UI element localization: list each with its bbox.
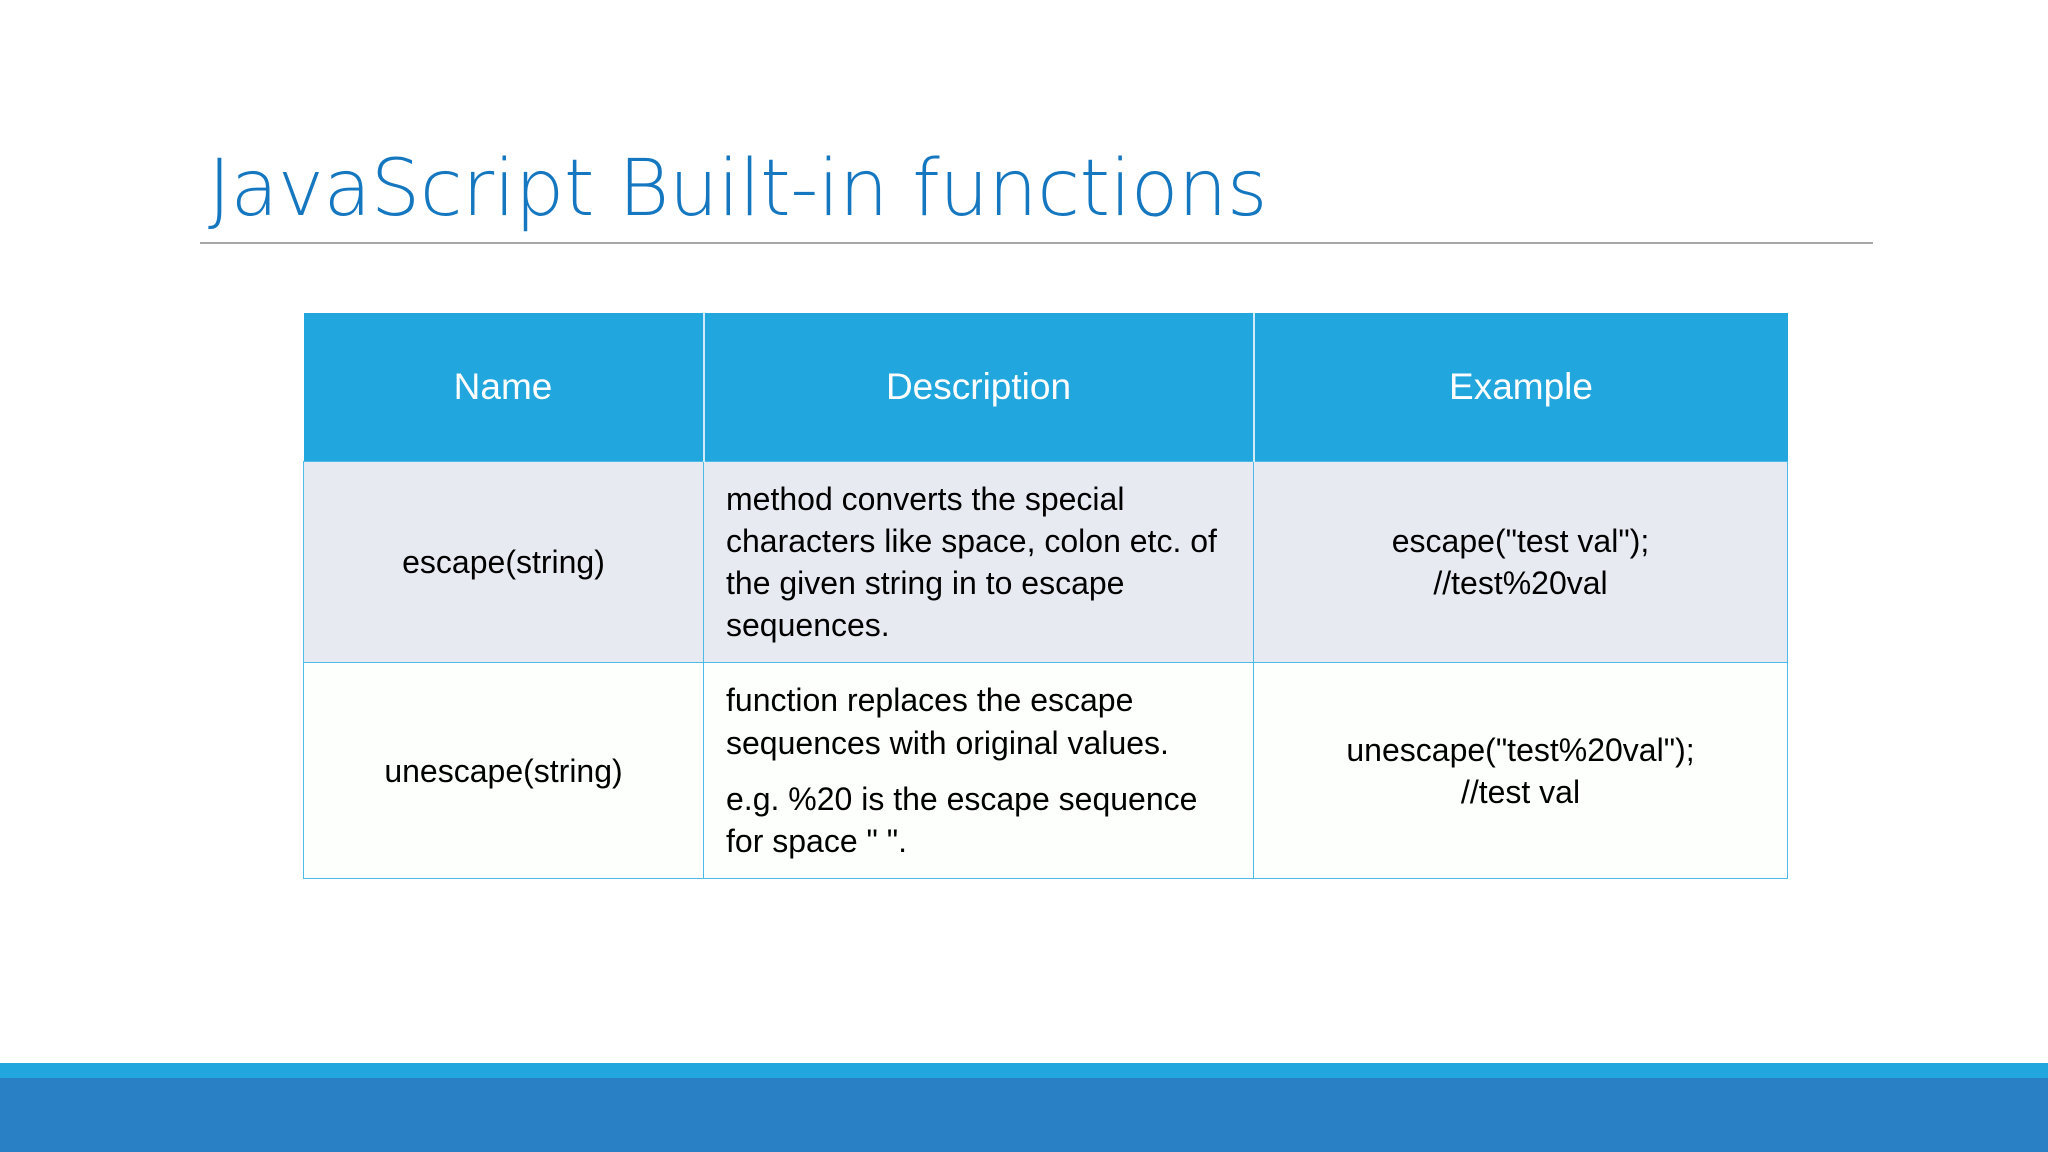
table-row: unescape(string) function replaces the e…	[303, 662, 1788, 880]
column-header-description: Description	[703, 313, 1255, 461]
cell-function-example: escape("test val"); //test%20val	[1253, 460, 1788, 664]
description-paragraph: function replaces the escape sequences w…	[726, 682, 1169, 761]
example-line: //test val	[1460, 773, 1581, 810]
table-header: Name Description Example	[303, 313, 1788, 461]
footer-accent-bar	[0, 1063, 2048, 1078]
table-body: escape(string) method converts the speci…	[303, 460, 1788, 880]
title-divider	[200, 242, 1873, 244]
description-paragraph: method converts the special characters l…	[726, 480, 1217, 644]
cell-function-description: function replaces the escape sequences w…	[703, 662, 1254, 880]
table-container: Name Description Example escape(string) …	[303, 313, 1788, 880]
cell-function-example: unescape("test%20val"); //test val	[1253, 662, 1788, 880]
cell-function-name: unescape(string)	[303, 662, 704, 880]
example-line: escape("test val");	[1391, 522, 1650, 559]
column-header-name: Name	[303, 313, 705, 461]
description-paragraph: e.g. %20 is the escape sequence for spac…	[726, 780, 1198, 860]
column-header-example: Example	[1253, 313, 1788, 461]
footer-bar	[0, 1078, 2048, 1152]
cell-function-name: escape(string)	[303, 460, 704, 664]
cell-function-description: method converts the special characters l…	[703, 460, 1254, 664]
page-title: JavaScript Built-in functions	[208, 144, 1268, 234]
example-line: unescape("test%20val");	[1346, 731, 1695, 768]
table-row: escape(string) method converts the speci…	[303, 460, 1788, 664]
title-block: JavaScript Built-in functions	[200, 150, 1873, 244]
example-line: //test%20val	[1433, 564, 1608, 601]
builtin-functions-table: Name Description Example escape(string) …	[303, 313, 1788, 880]
table-header-row: Name Description Example	[303, 313, 1788, 461]
